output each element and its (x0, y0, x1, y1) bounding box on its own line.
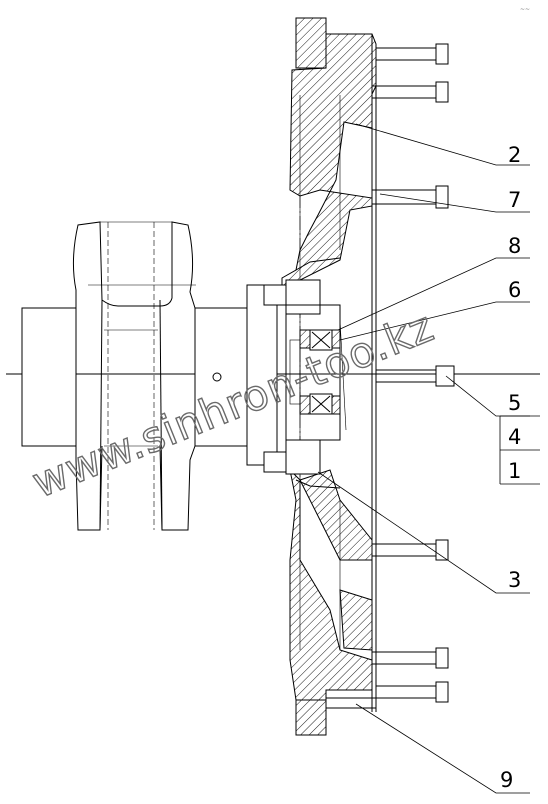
bolt-4 (376, 365, 455, 387)
callout-2: 2 (508, 143, 521, 167)
bolt-5 (372, 539, 449, 561)
bolt-7 (376, 681, 449, 703)
bolt-2 (372, 81, 449, 103)
bolts (326, 43, 455, 709)
callout-9: 9 (500, 768, 513, 792)
callout-5: 5 (508, 391, 521, 415)
callout-3: 3 (508, 568, 521, 592)
callout-4: 4 (508, 425, 521, 449)
bolt-3 (372, 185, 449, 209)
corner-mark: ~~ (520, 6, 530, 13)
bolt-8 (326, 697, 376, 709)
flange-body (281, 17, 377, 736)
crankshaft (21, 221, 278, 531)
callout-7: 7 (508, 188, 521, 212)
bolt-6 (372, 647, 449, 669)
leader-lines (317, 123, 540, 794)
callout-6: 6 (508, 278, 521, 302)
bolt-1 (376, 43, 449, 65)
callout-1: 1 (508, 459, 521, 483)
callout-8: 8 (508, 234, 521, 258)
hub-bearing (263, 279, 347, 475)
